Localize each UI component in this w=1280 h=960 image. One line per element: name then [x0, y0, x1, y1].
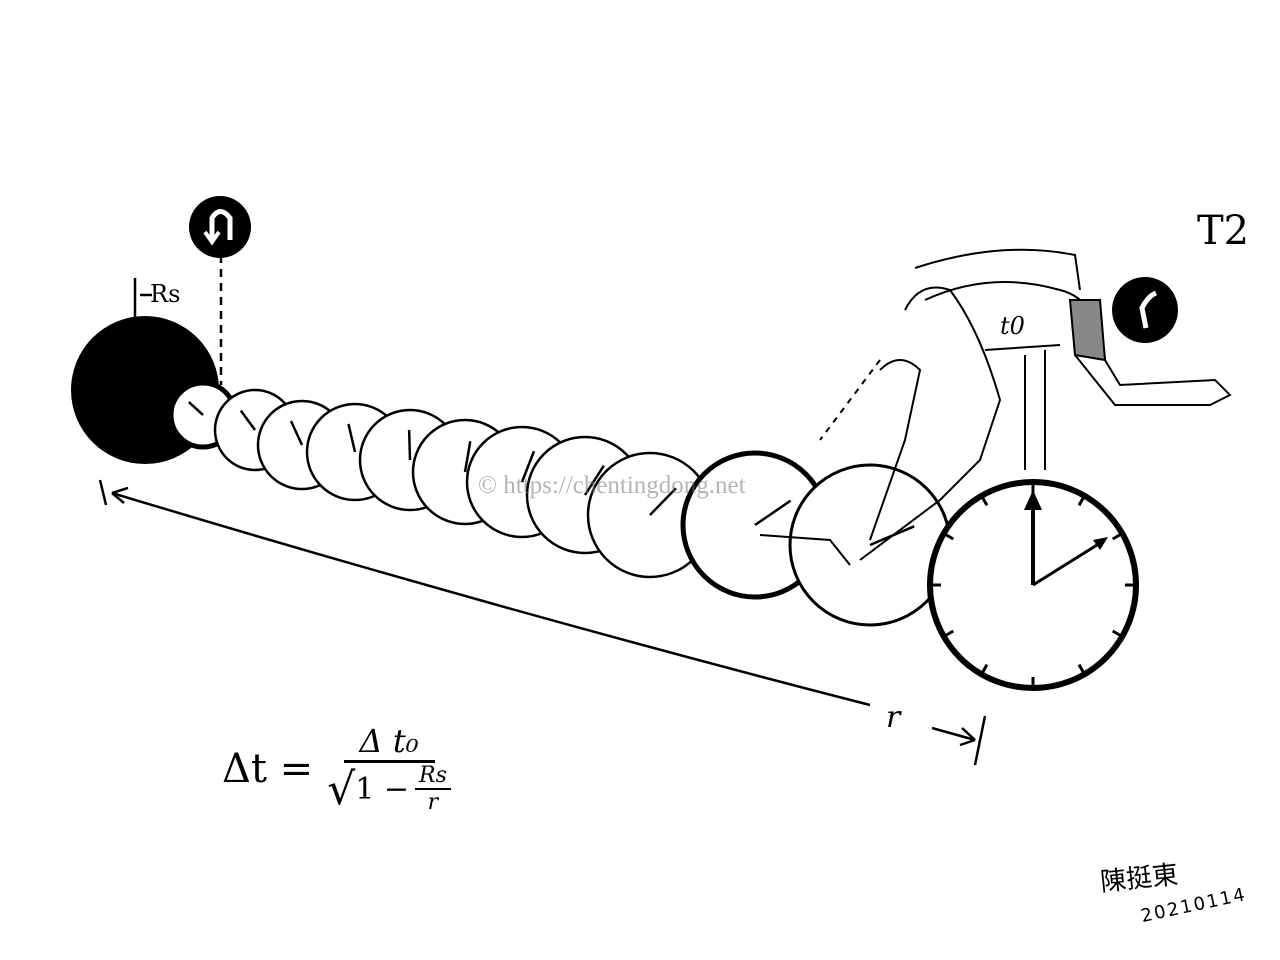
clock-tick — [1111, 629, 1123, 638]
label-t2: T2 — [1197, 208, 1250, 254]
ratio-numerator: Rs — [415, 763, 451, 790]
watermark: © https://chentingdong.net — [478, 472, 746, 499]
clock-tick — [1077, 495, 1086, 507]
clock-hand — [754, 499, 792, 527]
distance-arrow — [98, 479, 987, 766]
clock-tick — [980, 495, 989, 507]
marker-1-icon — [1112, 277, 1178, 343]
formula-numerator: Δ t₀ — [343, 722, 435, 763]
clock-hand — [407, 429, 412, 461]
label-rs: Rs — [150, 280, 181, 308]
formula-lhs: Δt = — [222, 745, 314, 792]
big-clock — [927, 479, 1139, 691]
falling-clocks — [168, 380, 952, 627]
label-t0: t0 — [1000, 312, 1025, 340]
marker-2-u-turn-icon — [189, 196, 251, 258]
time-dilation-formula: Δt = Δ t₀ √ 1 − Rs r — [222, 722, 451, 815]
clock-hand — [239, 409, 257, 431]
formula-one-minus: 1 − — [355, 771, 410, 807]
clock-tick — [980, 663, 989, 675]
clock-hand — [520, 450, 536, 483]
clock-tick — [1111, 532, 1123, 541]
clock-tick — [1077, 663, 1086, 675]
clock-hand — [289, 420, 304, 446]
ratio-denominator: r — [427, 790, 439, 815]
cyclist-sketch — [759, 248, 1232, 566]
label-r: r — [886, 700, 901, 735]
clock-hand — [187, 401, 204, 416]
clock-hand — [463, 441, 472, 473]
clock-hand — [347, 423, 357, 453]
clock-tick — [943, 532, 955, 541]
clock-hand — [583, 465, 605, 496]
clock-hand — [649, 487, 677, 516]
clock-tick — [943, 629, 955, 638]
radical-sign: √ — [327, 763, 356, 815]
